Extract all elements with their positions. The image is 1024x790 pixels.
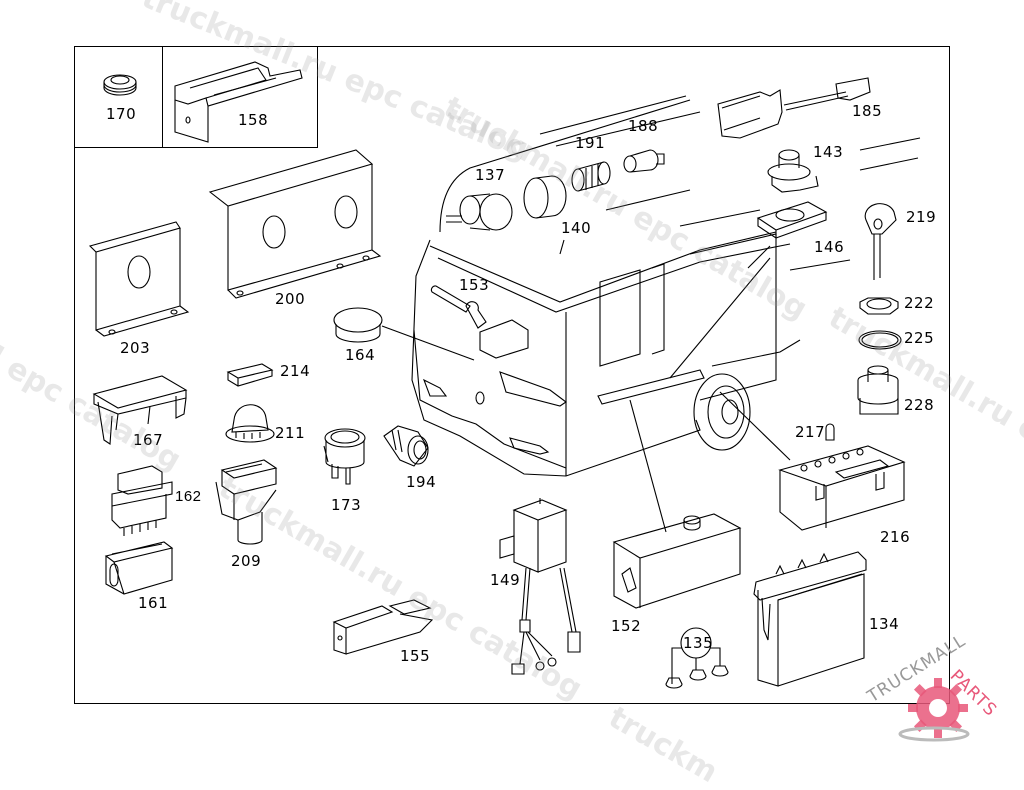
label-219: 219 <box>906 210 936 225</box>
part-185-cable-connector[interactable] <box>718 78 870 138</box>
part-194-indicator-lamp[interactable] <box>384 426 428 466</box>
label-167: 167 <box>133 433 163 448</box>
label-135: 135 <box>683 636 713 651</box>
part-146-switch-frame[interactable] <box>748 202 826 268</box>
part-228-ignition-switch[interactable] <box>858 366 898 414</box>
truckmall-parts-logo: TRUCKMALL PARTS <box>860 660 1024 750</box>
label-173: 173 <box>331 498 361 513</box>
part-143-switch-knob[interactable] <box>768 150 818 192</box>
part-222-nut[interactable] <box>860 298 898 314</box>
part-137-lamp-socket[interactable] <box>446 194 512 230</box>
label-228: 228 <box>904 398 934 413</box>
label-134: 134 <box>869 617 899 632</box>
label-164: 164 <box>345 348 375 363</box>
part-155-foot-switch[interactable] <box>334 600 432 654</box>
label-194: 194 <box>406 475 436 490</box>
part-188-bulb-holder[interactable] <box>624 150 664 172</box>
label-203: 203 <box>120 341 150 356</box>
part-219-key[interactable] <box>865 204 896 280</box>
label-188: 188 <box>628 119 658 134</box>
label-162: 162 <box>175 489 202 504</box>
part-134-battery[interactable] <box>754 552 866 686</box>
label-143: 143 <box>813 145 843 160</box>
label-155: 155 <box>400 649 430 664</box>
label-217: 217 <box>795 425 825 440</box>
part-216-control-module[interactable] <box>720 392 904 530</box>
label-149: 149 <box>490 573 520 588</box>
part-211-knob-cap[interactable] <box>226 405 274 442</box>
part-209-push-switch[interactable] <box>216 460 276 544</box>
part-214-pad[interactable] <box>228 364 272 386</box>
label-170: 170 <box>106 107 136 122</box>
label-209: 209 <box>231 554 261 569</box>
label-140: 140 <box>561 221 591 236</box>
part-191-spring-sleeve[interactable] <box>572 162 610 191</box>
part-170-ring[interactable] <box>104 75 136 95</box>
part-158-bracket[interactable] <box>175 62 302 142</box>
label-200: 200 <box>275 292 305 307</box>
part-200-double-bracket[interactable] <box>210 150 380 298</box>
part-161-switch-housing[interactable] <box>106 542 172 594</box>
part-203-single-bracket[interactable] <box>90 222 188 336</box>
part-225-seal-ring[interactable] <box>859 331 901 349</box>
label-158: 158 <box>238 113 268 128</box>
part-153-stalk-switch[interactable] <box>431 286 528 358</box>
part-217-bulb[interactable] <box>826 424 834 440</box>
label-211: 211 <box>275 426 305 441</box>
part-173-push-button[interactable] <box>324 429 365 484</box>
label-161: 161 <box>138 596 168 611</box>
label-191: 191 <box>575 136 605 151</box>
label-216: 216 <box>880 530 910 545</box>
label-225: 225 <box>904 331 934 346</box>
part-152-relay-box[interactable] <box>614 400 740 608</box>
label-222: 222 <box>904 296 934 311</box>
part-162-rocker-switch[interactable] <box>112 466 172 536</box>
label-153: 153 <box>459 278 489 293</box>
label-137: 137 <box>475 168 505 183</box>
label-185: 185 <box>852 104 882 119</box>
label-152: 152 <box>611 619 641 634</box>
label-214: 214 <box>280 364 310 379</box>
part-140-cover[interactable] <box>524 176 566 254</box>
label-146: 146 <box>814 240 844 255</box>
